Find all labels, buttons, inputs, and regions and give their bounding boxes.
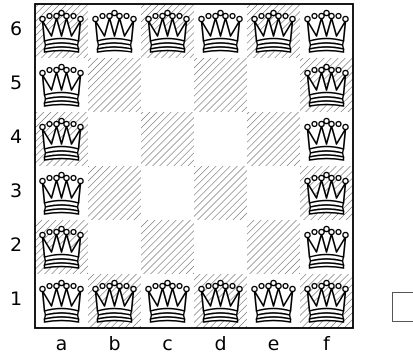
square-e4[interactable] [247,112,300,166]
square-d3[interactable] [194,166,247,220]
square-b4[interactable] [88,112,141,166]
square-c4[interactable] [141,112,194,166]
file-label-a: a [35,333,89,355]
rank-label-1: 1 [4,288,28,310]
file-label-e: e [247,333,301,355]
square-b3[interactable] [88,166,141,220]
partial-panel [392,292,413,322]
square-e2[interactable] [247,220,300,274]
square-e5[interactable] [247,58,300,112]
rank-label-4: 4 [4,126,28,148]
file-label-c: c [141,333,195,355]
square-b2[interactable] [88,220,141,274]
rank-label-2: 2 [4,234,28,256]
square-c5[interactable] [141,58,194,112]
square-c3[interactable] [141,166,194,220]
square-d4[interactable] [194,112,247,166]
rank-label-3: 3 [4,180,28,202]
square-e3[interactable] [247,166,300,220]
square-c2[interactable] [141,220,194,274]
file-label-b: b [88,333,142,355]
square-b5[interactable] [88,58,141,112]
file-label-f: f [300,333,354,355]
rank-label-6: 6 [4,18,28,40]
square-d2[interactable] [194,220,247,274]
square-d5[interactable] [194,58,247,112]
rank-label-5: 5 [4,72,28,94]
file-label-d: d [194,333,248,355]
